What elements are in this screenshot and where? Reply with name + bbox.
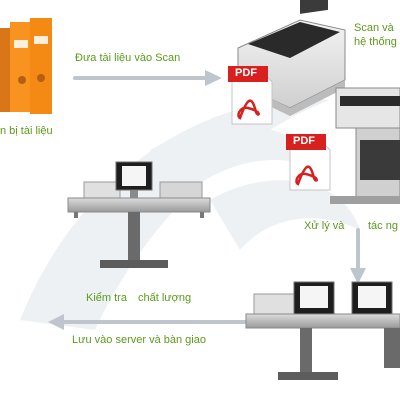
flow-arrows [48, 70, 366, 330]
arrow-head-down [350, 268, 366, 284]
background-watermark [20, 99, 360, 330]
label-scan-line1: Scan và [354, 22, 394, 34]
label-store-server: Lưu vào server và bàn giao [72, 334, 206, 346]
label-scan-line2: hệ thống [354, 36, 397, 48]
workstation-check-icon [67, 161, 211, 268]
folder-stack-icon [0, 18, 52, 114]
arrow-head-left [48, 314, 64, 330]
label-process-b: tác ng [368, 220, 398, 232]
pdf-icon [228, 66, 273, 125]
label-process-a: Xử lý và [304, 220, 345, 232]
workstation-server-icon [245, 281, 400, 380]
label-check-b: chất lượng [138, 292, 192, 304]
pdf-label: PDF [235, 67, 257, 79]
pdf-label: PDF [293, 135, 315, 147]
label-feed-scanner: Đưa tài liệu vào Scan [75, 52, 181, 64]
arrow-head-right [205, 70, 222, 86]
production-scanner-icon [330, 87, 400, 204]
label-check-a: Kiểm tra [86, 292, 127, 304]
pdf-icon [286, 134, 331, 191]
label-prepare-documents: n bị tài liệu [0, 125, 53, 137]
